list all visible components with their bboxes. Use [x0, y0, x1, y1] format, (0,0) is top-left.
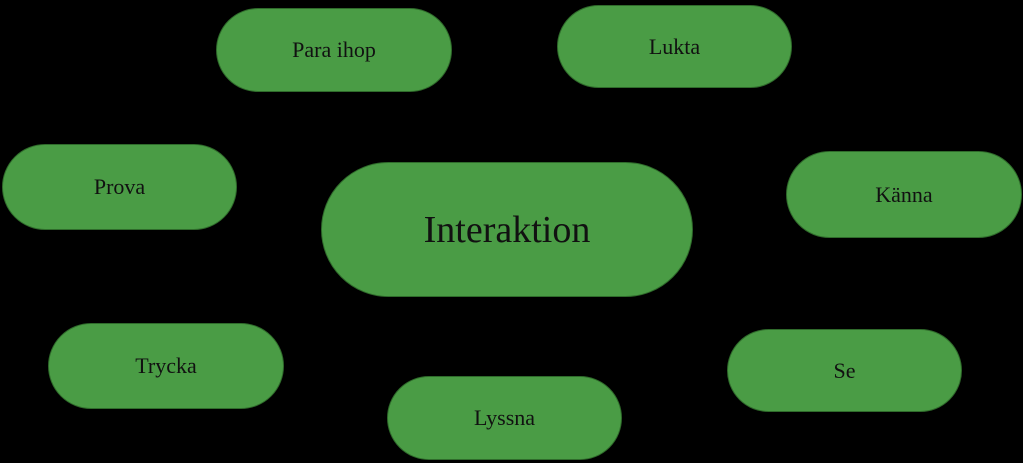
node-prova: Prova	[2, 144, 237, 230]
node-para-ihop: Para ihop	[216, 8, 452, 92]
node-interaktion-center: Interaktion	[321, 162, 693, 297]
node-lukta: Lukta	[557, 5, 792, 88]
node-lyssna: Lyssna	[387, 376, 622, 460]
node-trycka: Trycka	[48, 323, 284, 409]
node-kanna: Känna	[786, 151, 1022, 238]
node-se: Se	[727, 329, 962, 412]
